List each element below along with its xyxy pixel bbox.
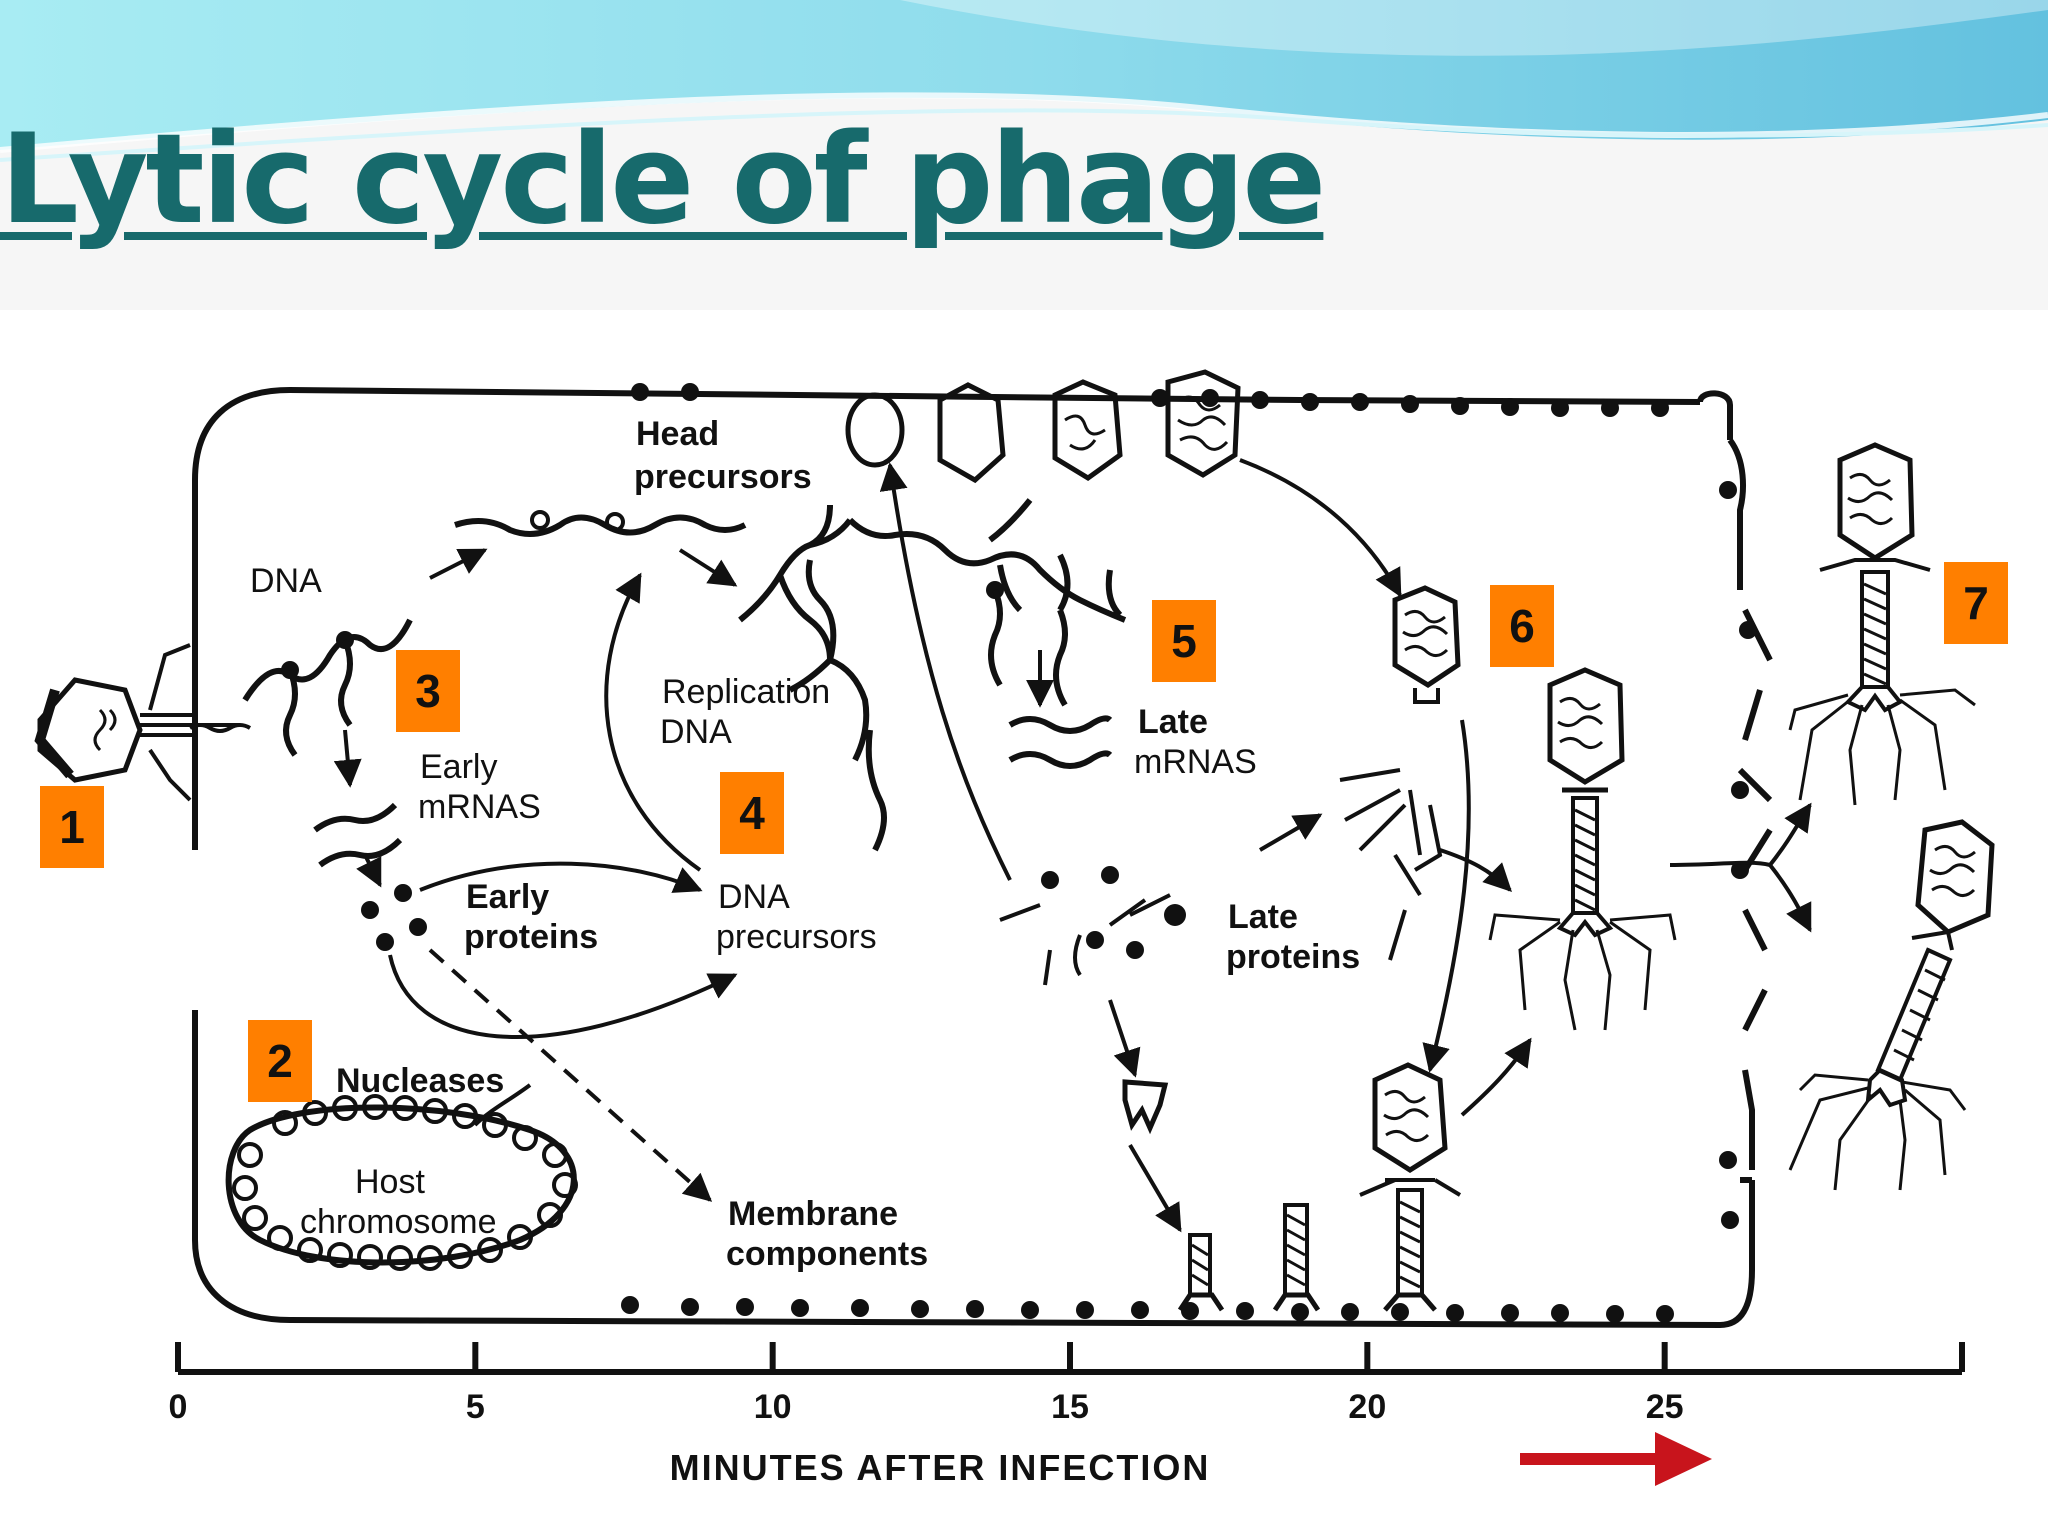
arrow-fibers-to-phage xyxy=(1439,848,1512,892)
step-marker-6: 6 xyxy=(1490,585,1554,667)
label-late-proteins-1: Late xyxy=(1228,898,1298,936)
red-progress-arrow xyxy=(1520,1432,1712,1486)
cell-wall-right-upper xyxy=(1727,438,1746,590)
axis-tick-label: 10 xyxy=(754,1388,792,1426)
arrow-late-protein-to-head xyxy=(879,462,1012,881)
label-dna: DNA xyxy=(250,562,322,600)
released-phage-lower xyxy=(1788,819,1995,1191)
axis-tick-label: 15 xyxy=(1051,1388,1089,1426)
svg-text:2: 2 xyxy=(267,1035,293,1087)
arrow-to-early-proteins xyxy=(356,854,382,888)
arrow-to-mature-phage xyxy=(1460,1037,1532,1117)
late-mrna-strands xyxy=(1008,715,1113,769)
arrow-to-early-mrna xyxy=(333,729,362,788)
arrow-dna-to-replication xyxy=(429,548,488,580)
svg-text:6: 6 xyxy=(1509,600,1535,652)
label-late-mrnas-2: mRNAS xyxy=(1134,743,1257,781)
step-marker-7: 7 xyxy=(1944,562,2008,644)
host-chromosome xyxy=(225,1094,578,1271)
svg-text:1: 1 xyxy=(59,801,85,853)
arrow-head-to-assembly xyxy=(1422,719,1471,1073)
cell-wall-lysis-fragments xyxy=(1737,608,1773,1170)
baseplate-piece xyxy=(1122,1079,1169,1135)
svg-text:3: 3 xyxy=(415,665,441,717)
step-marker-5: 5 xyxy=(1152,600,1216,682)
filled-phage-head xyxy=(1392,585,1461,704)
axis-title: MINUTES AFTER INFECTION xyxy=(670,1447,1211,1488)
step-marker-3: 3 xyxy=(396,650,460,732)
bacterial-cell-wall xyxy=(192,386,1755,1329)
label-nucleases: Nucleases xyxy=(336,1062,504,1100)
label-early-proteins-2: proteins xyxy=(464,918,598,956)
arrow-nucleases-to-dna-precursors xyxy=(388,954,738,1040)
late-protein-parts xyxy=(999,768,1443,986)
assembled-tails xyxy=(1177,1203,1321,1312)
early-mrna-strands xyxy=(313,802,403,868)
arrow-to-branched-dna xyxy=(678,548,738,587)
label-late-proteins-2: proteins xyxy=(1226,938,1360,976)
replicating-dna-strand xyxy=(454,514,747,537)
mature-phage-6 xyxy=(1488,667,1677,1031)
arrow-to-tail-fibers xyxy=(1258,813,1323,852)
arrow-early-proteins-to-dna-precursors xyxy=(419,861,703,893)
label-replication-dna-1: Replication xyxy=(662,673,830,711)
label-membrane-components-2: components xyxy=(726,1235,928,1273)
label-membrane-components-1: Membrane xyxy=(728,1195,898,1233)
step-marker-2: 2 xyxy=(248,1020,312,1102)
transcript-strands xyxy=(283,638,353,757)
label-late-mrnas-1: Late xyxy=(1138,703,1208,741)
label-host-chromosome-2: chromosome xyxy=(300,1203,497,1241)
released-phage-upper xyxy=(1788,442,1976,806)
arrow-to-baseplate xyxy=(1108,999,1141,1078)
diagram-background xyxy=(0,310,2048,1536)
early-protein-dots xyxy=(361,884,427,951)
svg-text:5: 5 xyxy=(1171,615,1197,667)
top-wave-banner xyxy=(0,0,2048,170)
nucleases-link xyxy=(473,1083,532,1127)
time-axis: 0 5 10 15 20 25 xyxy=(169,1342,1965,1426)
axis-tick-label: 5 xyxy=(466,1388,485,1426)
label-host-chromosome-1: Host xyxy=(355,1163,425,1201)
axis-tick-label: 0 xyxy=(169,1388,188,1426)
arrow-dna-precursors-to-replication xyxy=(604,572,702,872)
branched-replication-dna xyxy=(738,498,1127,852)
arrow-to-tails xyxy=(1128,1143,1182,1233)
arrow-to-membrane-components xyxy=(428,948,713,1202)
late-transcript-strands xyxy=(988,588,1068,707)
label-early-proteins-1: Early xyxy=(466,878,549,916)
label-dna-precursors-1: DNA xyxy=(718,878,790,916)
phage-dna-strand-1 xyxy=(242,618,413,702)
arrow-release-lower xyxy=(1768,863,1812,933)
label-dna-precursors-2: precursors xyxy=(716,918,877,956)
lytic-cycle-diagram: DNA Head precursors Replication DNA xyxy=(0,310,2048,1536)
assembling-phage xyxy=(1359,1062,1462,1312)
head-precursor-shapes xyxy=(845,369,1241,484)
step-marker-1: 1 xyxy=(40,786,104,868)
label-early-mrnas-1: Early xyxy=(420,748,497,786)
label-early-mrnas-2: mRNAS xyxy=(418,788,541,826)
membrane-dots xyxy=(621,383,1757,1323)
label-head-precursors-2: precursors xyxy=(634,458,812,496)
arrow-head-to-filled xyxy=(1239,458,1402,598)
svg-text:4: 4 xyxy=(739,787,765,839)
label-replication-dna-2: DNA xyxy=(660,713,732,751)
step-marker-4: 4 xyxy=(720,772,784,854)
infecting-phage xyxy=(34,643,252,802)
axis-tick-label: 25 xyxy=(1646,1388,1684,1426)
svg-text:7: 7 xyxy=(1963,577,1989,629)
axis-tick-label: 20 xyxy=(1348,1388,1386,1426)
label-head-precursors-1: Head xyxy=(636,415,719,453)
arrow-release-upper xyxy=(1669,802,1812,868)
slide-title: Lytic cycle of phage xyxy=(0,108,1326,252)
